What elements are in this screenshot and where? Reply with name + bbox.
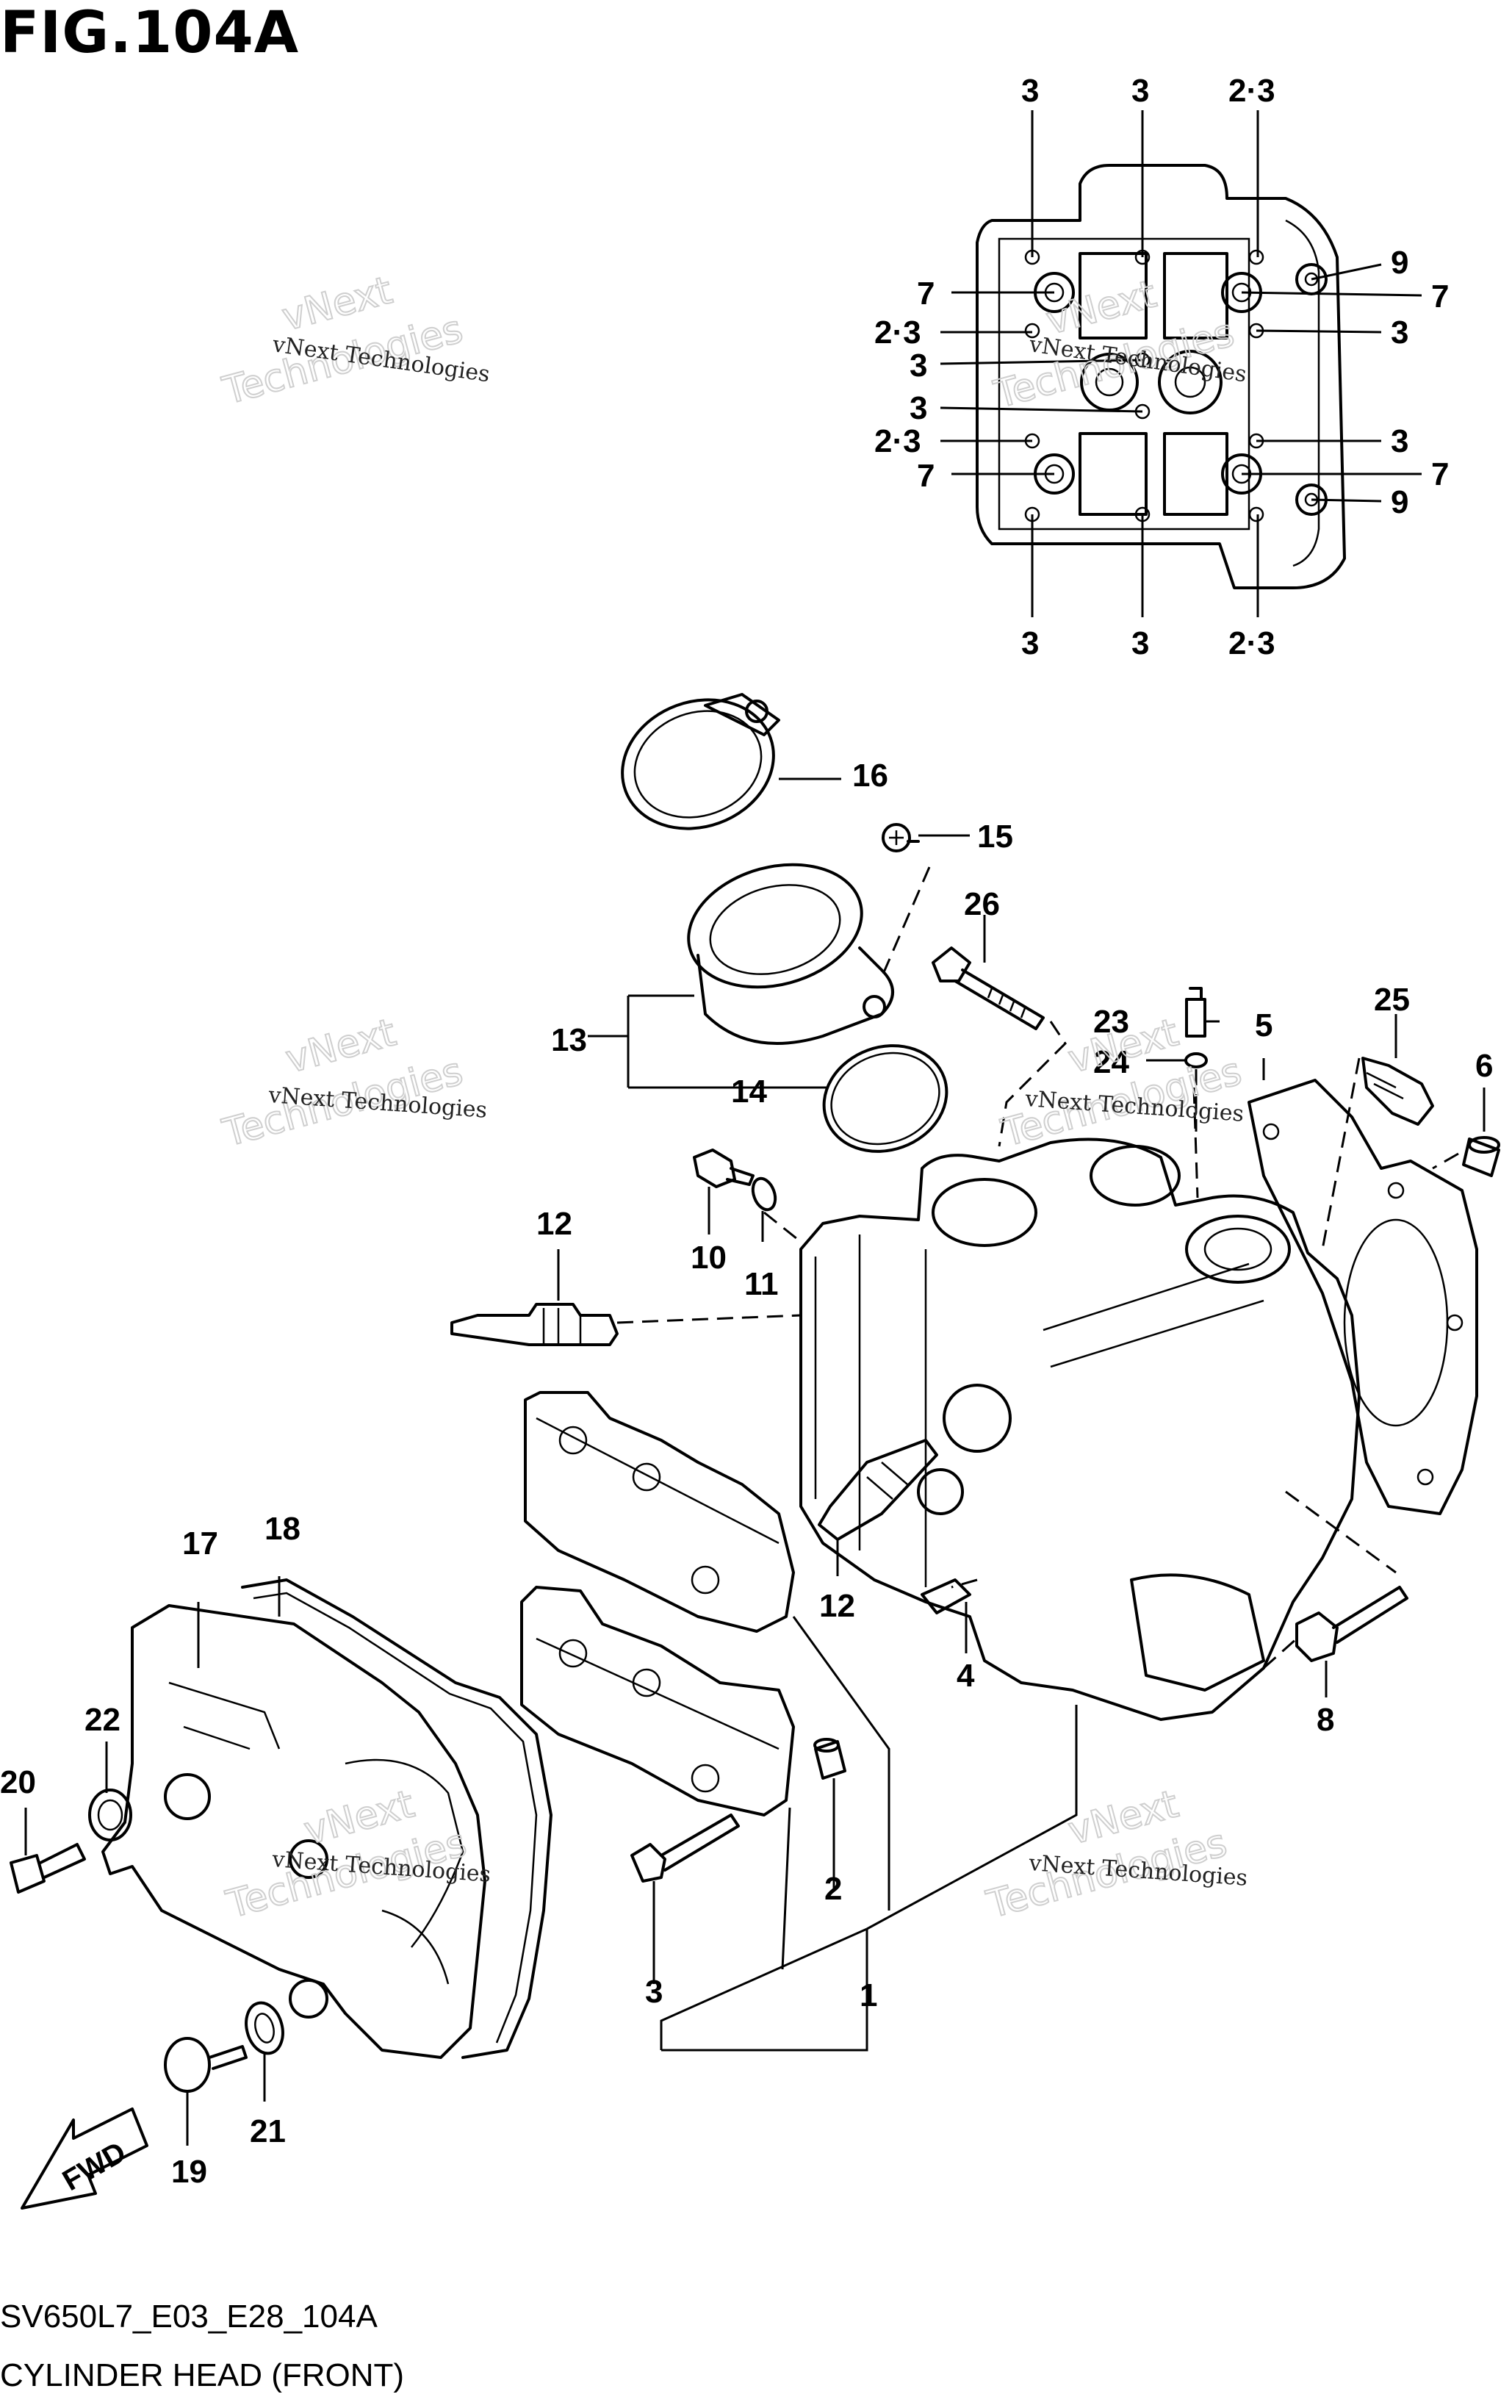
figure-code: SV650L7_E03_E28_104A: [0, 2299, 378, 2335]
inset-callouts: 3 3 2·3 3 3 2·3 7 2·3 3 3 2·3 7 9 7 3 3 …: [874, 73, 1449, 661]
spark-plug-12-top: [450, 1303, 619, 1346]
callout-23: 23: [1093, 1004, 1129, 1040]
inset-left-3: 3: [910, 348, 927, 384]
screw-15: [882, 823, 920, 852]
bolt-10: [693, 1149, 755, 1188]
inset-top-2: 3: [1131, 73, 1149, 109]
inset-left-5: 2·3: [874, 423, 921, 459]
inset-right-6: 9: [1391, 484, 1408, 520]
callout-15: 15: [977, 819, 1013, 855]
cam-holder-upper: [524, 1391, 795, 1633]
inset-left-6: 7: [917, 458, 935, 494]
inset-bottom-1: 3: [1021, 625, 1039, 661]
inset-leader-lines: [940, 110, 1422, 617]
callout-19: 19: [171, 2154, 207, 2190]
callout-25: 25: [1374, 982, 1410, 1018]
inset-bottom-2: 3: [1131, 625, 1149, 661]
cover-gasket-18: [241, 1578, 552, 2059]
inset-left-1: 7: [917, 276, 935, 312]
callout-20: 20: [0, 1764, 36, 1800]
inset-top-3: 2·3: [1228, 73, 1275, 109]
figure-title: FIG.104A: [0, 0, 300, 66]
callout-3: 3: [645, 1974, 663, 2010]
dashed-lines: [616, 866, 1459, 1670]
callout-14: 14: [731, 1074, 767, 1110]
callout-5: 5: [1255, 1007, 1272, 1043]
callout-16: 16: [852, 758, 888, 794]
leader-lines: [24, 777, 1486, 2146]
callout-10: 10: [691, 1240, 727, 1276]
o-ring-14: [822, 1044, 948, 1153]
callout-12a: 12: [536, 1206, 572, 1242]
callout-18: 18: [264, 1511, 300, 1547]
inset-bottom-3: 2·3: [1228, 625, 1275, 661]
callout-6: 6: [1475, 1048, 1493, 1084]
callout-17: 17: [182, 1525, 218, 1561]
intake-pipe-13: [687, 863, 894, 1045]
cylinder-head-main: [799, 1137, 1361, 1721]
callout-22: 22: [84, 1702, 120, 1738]
callout-26: 26: [964, 886, 1000, 922]
callout-13: 13: [551, 1022, 587, 1058]
bolt-19: [164, 2037, 248, 2093]
bolt-8: [1295, 1586, 1408, 1662]
bolt-25: [1361, 1057, 1434, 1126]
dowel-2: [813, 1738, 846, 1780]
washer-11: [751, 1176, 777, 1212]
bolt-26: [932, 946, 1045, 1030]
callout-1: 1: [860, 1977, 877, 2013]
inset-top-1: 3: [1021, 73, 1039, 109]
bolt-20: [10, 1843, 86, 1894]
inset-right-4: 3: [1391, 423, 1408, 459]
nipple-23: [1185, 987, 1206, 1038]
part-callouts: 1 2 3 4 5 6 8 10 11 12 12 13 14 15 16 17…: [0, 758, 1493, 2190]
inset-left-2: 2·3: [874, 315, 921, 351]
forward-arrow-icon: FWD: [21, 2107, 148, 2210]
inset-right-5: 7: [1431, 456, 1449, 492]
callout-4: 4: [957, 1658, 975, 1694]
callout-8: 8: [1317, 1702, 1334, 1738]
callout-24: 24: [1093, 1044, 1129, 1080]
callout-2: 2: [824, 1871, 842, 1907]
inset-left-4: 3: [910, 390, 927, 426]
grommet-22: [88, 1789, 132, 1841]
callout-11: 11: [744, 1266, 779, 1302]
dowel-6: [1462, 1136, 1500, 1177]
cam-holder-lower: [520, 1586, 795, 1816]
watermarks: vNext Technologies vNext Technologies vN…: [217, 267, 1248, 1928]
spark-plug-12-lower: [818, 1439, 938, 1541]
callout-21: 21: [250, 2113, 286, 2149]
intake-clamp-16: [621, 693, 780, 830]
stud-4: [921, 1578, 971, 1614]
bolt-3: [630, 1814, 740, 1883]
inset-right-3: 3: [1391, 315, 1408, 351]
figure-name: CYLINDER HEAD (FRONT): [0, 2357, 405, 2393]
callout-12b: 12: [819, 1588, 855, 1624]
inset-right-2: 7: [1431, 278, 1449, 315]
head-gasket-5: [1248, 1079, 1478, 1515]
inset-right-1: 9: [1391, 245, 1408, 281]
washer-21: [245, 2001, 284, 2055]
head-cover-17: [101, 1604, 486, 2059]
